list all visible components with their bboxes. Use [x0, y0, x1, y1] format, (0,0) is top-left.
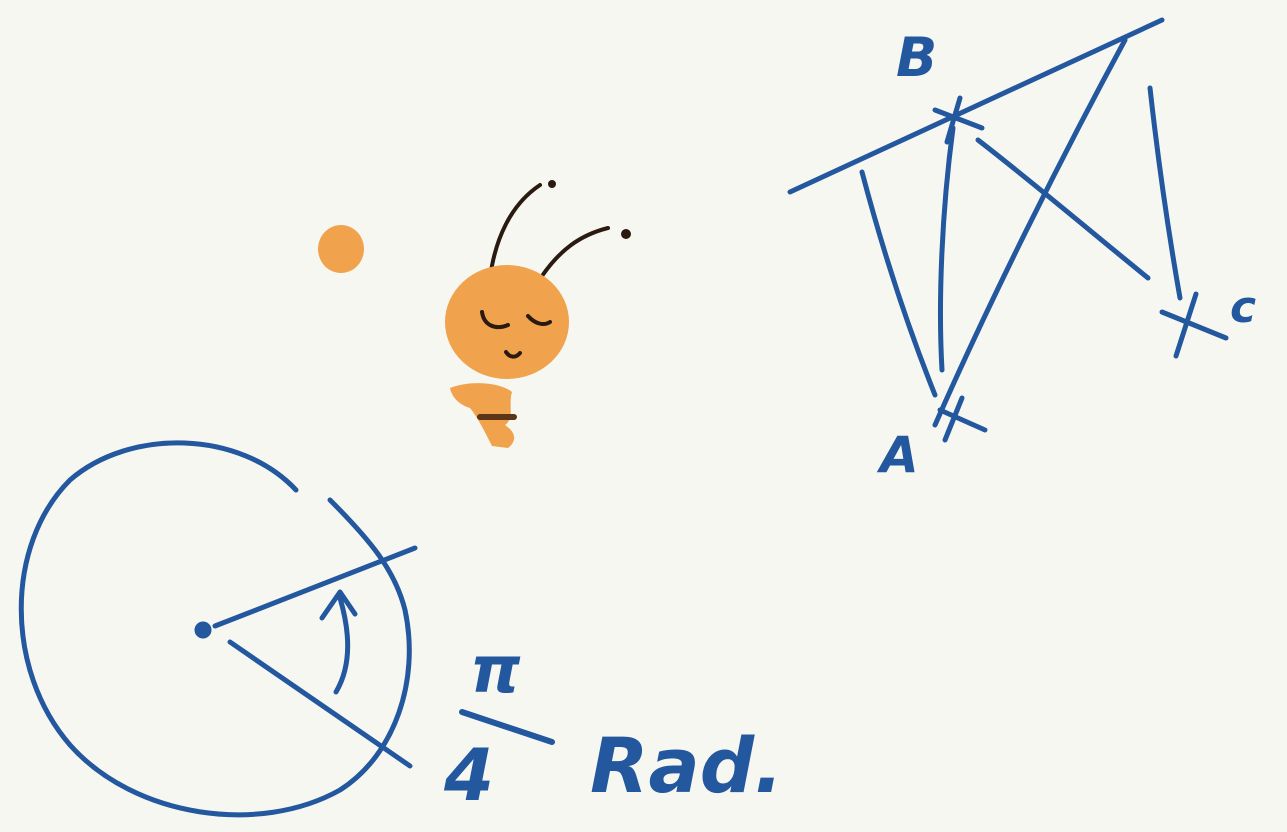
mark-a [937, 395, 988, 443]
arc-right [1147, 85, 1183, 301]
arc-left [859, 169, 938, 398]
label-c: C [1230, 282, 1256, 333]
angle-numerator: π [470, 634, 521, 708]
mark-b [932, 95, 985, 145]
ray-upper [212, 545, 418, 629]
circle-center [194, 621, 212, 639]
line-b-to-c [975, 137, 1151, 281]
ray-lower [227, 639, 413, 769]
triangle-construction [787, 17, 1229, 443]
label-b: B [896, 26, 937, 89]
circle-arc-main [18, 440, 412, 818]
mark-c [1159, 291, 1229, 359]
bee-antennae [488, 180, 631, 280]
pollen-dot [318, 225, 364, 273]
bee-head [445, 265, 569, 379]
angle-arrow [319, 589, 358, 695]
fraction-bar [459, 709, 555, 745]
line-b-to-a [937, 125, 956, 373]
angle-unit: Rad. [590, 721, 783, 810]
line-through-b [787, 17, 1165, 195]
angle-denominator: 4 [443, 733, 494, 817]
label-a: A [876, 426, 919, 484]
bee-icon [318, 180, 631, 448]
bee-face [480, 310, 552, 359]
angle-diagram [18, 440, 418, 818]
line-a-to-top [932, 37, 1128, 428]
